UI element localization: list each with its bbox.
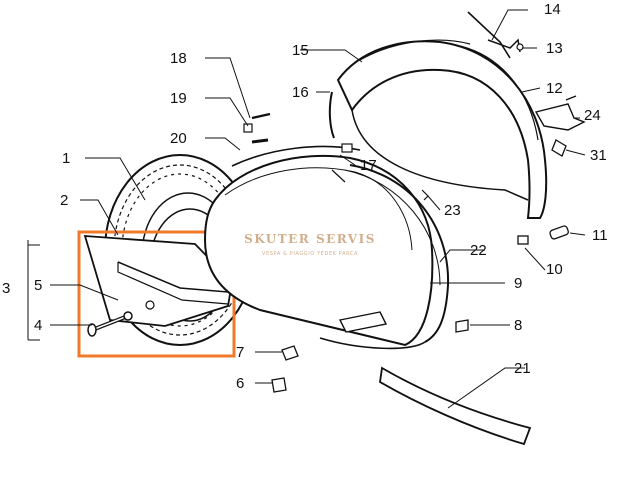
clip xyxy=(534,95,586,131)
side-cover xyxy=(83,235,233,327)
label-part-10: 10 xyxy=(546,261,563,278)
label-part-11: 11 xyxy=(592,227,608,244)
bolt xyxy=(87,311,133,337)
watermark-subtitle: VESPA & PIAGGIO YEDEK PARCA xyxy=(261,251,359,257)
leader-lines xyxy=(27,9,586,409)
label-part-21: 21 xyxy=(514,360,531,377)
label-part-31: 31 xyxy=(590,147,607,164)
label-part-14: 14 xyxy=(544,1,561,18)
label-part-12: 12 xyxy=(546,80,563,97)
label-part-3: 3 xyxy=(2,280,11,297)
label-part-16: 16 xyxy=(292,84,309,101)
label-part-5: 5 xyxy=(34,277,43,294)
rubber-strip xyxy=(379,366,532,446)
label-part-8: 8 xyxy=(514,317,523,334)
label-part-17: 17 xyxy=(360,157,377,174)
label-part-2: 2 xyxy=(60,192,69,209)
label-part-19: 19 xyxy=(170,90,187,107)
side-panel-shell xyxy=(203,145,434,347)
label-part-7: 7 xyxy=(236,344,245,361)
label-part-15: 15 xyxy=(292,42,309,59)
cable-bracket xyxy=(467,11,524,59)
label-part-18: 18 xyxy=(170,50,187,67)
label-part-13: 13 xyxy=(546,40,563,57)
label-part-4: 4 xyxy=(34,317,43,334)
hardware-parts xyxy=(243,91,569,393)
watermark-title: SKUTER SERVIS xyxy=(244,232,376,246)
trim-strip xyxy=(319,164,450,350)
label-part-9: 9 xyxy=(514,275,523,292)
label-part-22: 22 xyxy=(470,242,487,259)
label-part-6: 6 xyxy=(236,375,245,392)
label-part-23: 23 xyxy=(444,202,461,219)
inner-panel xyxy=(336,39,548,219)
label-part-20: 20 xyxy=(170,130,187,147)
label-part-1: 1 xyxy=(62,150,71,167)
label-part-24: 24 xyxy=(584,107,601,124)
